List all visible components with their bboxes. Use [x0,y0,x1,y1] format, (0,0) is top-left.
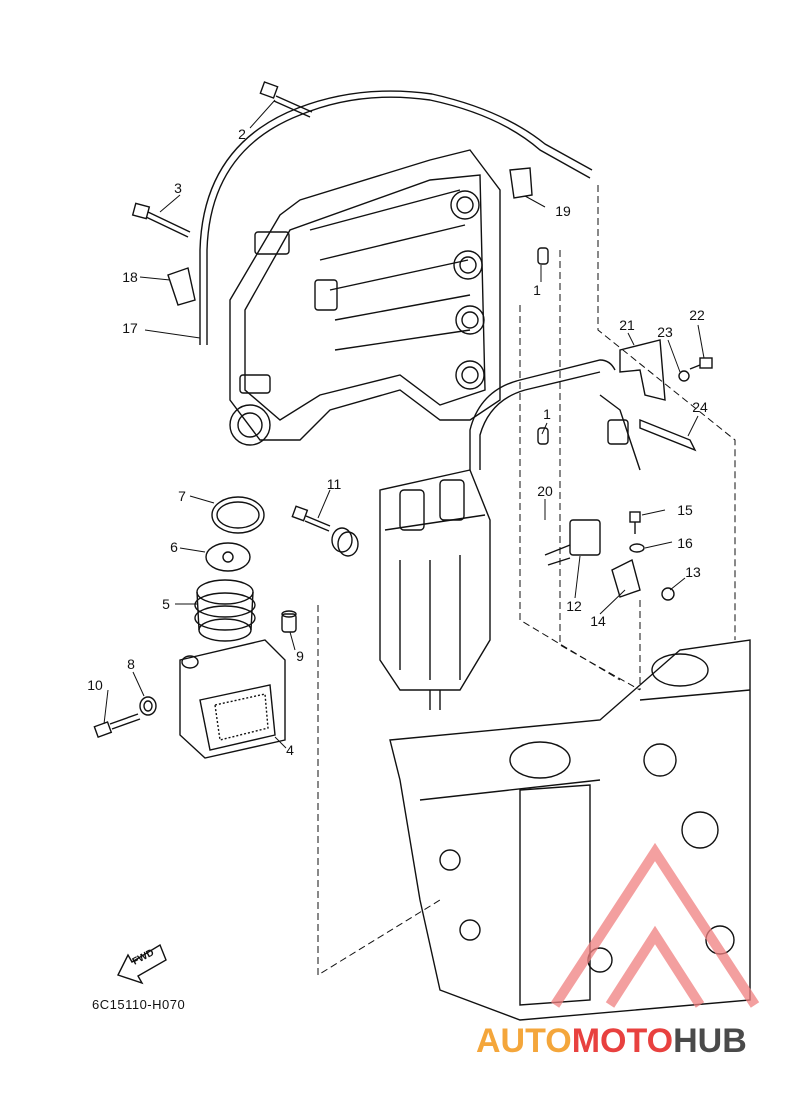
bracket-21 [619,339,666,401]
callout-18: 18 [122,269,138,285]
watermark-hub: HUB [673,1022,747,1060]
bolt-22 [689,357,713,370]
callout-2: 2 [238,126,246,142]
vapor-separator [379,469,491,710]
callout-21: 21 [619,317,635,333]
dash-line-a [317,605,441,976]
callout-5: 5 [162,596,170,612]
diagram-code: 6C15110-H070 [92,997,186,1012]
callout-7: 7 [178,488,186,504]
callout-4: 4 [286,742,294,758]
callout-22: 22 [689,307,705,323]
dash-line-b [519,305,621,681]
hose-20 [469,359,616,470]
sensor-12 [569,519,601,556]
bolt-11 [291,505,331,532]
callout-24: 24 [692,399,708,415]
bolt-2 [259,81,313,118]
bolt-10 [93,713,141,738]
callout-15: 15 [677,502,693,518]
callout-23: 23 [657,324,673,340]
callout-20: 20 [537,483,553,499]
callout-13: 13 [685,564,701,580]
callout-3: 3 [174,180,182,196]
silencer-4 [179,639,286,759]
nut-13 [661,587,675,601]
cylinder-block [389,639,751,1021]
fwd-arrow-icon [117,943,167,985]
watermark-moto: MOTO [571,1022,674,1060]
clip-18 [167,267,196,306]
callout-1-bottom: 1 [543,406,551,422]
watermark-auto: AUTO [476,1022,572,1060]
callout-17: 17 [122,320,138,336]
callout-11: 11 [326,476,342,492]
washer-16 [629,543,645,553]
boot-5 [194,579,256,642]
dash-line-c [597,185,736,640]
callout-19: 19 [555,203,571,219]
screw-15 [629,511,641,534]
gasket-6 [205,542,251,572]
callout-16: 16 [677,535,693,551]
hose-17 [206,96,591,345]
callout-9: 9 [296,648,304,664]
tie-24 [639,418,697,452]
dash-line-d [559,250,641,691]
callout-1-top: 1 [533,282,541,298]
collar-9 [281,610,297,633]
callout-8: 8 [127,656,135,672]
pin-1b [537,427,549,445]
grommet-8 [139,696,157,716]
callout-12: 12 [566,598,582,614]
clamp-7 [211,496,265,534]
callout-14: 14 [590,613,606,629]
pin-1a [537,247,549,265]
grommet-11 [331,527,359,557]
intake-manifold [229,149,501,446]
clip-19 [509,167,533,199]
washer-23 [678,370,690,382]
bolt-3 [131,202,191,238]
callout-10: 10 [87,677,103,693]
hose-17-inner [199,90,593,345]
watermark-logo: AUTOMOTOHUB [476,1022,747,1061]
watermark-triangle [550,842,760,1008]
bracket-14 [611,558,641,598]
callout-6: 6 [170,539,178,555]
